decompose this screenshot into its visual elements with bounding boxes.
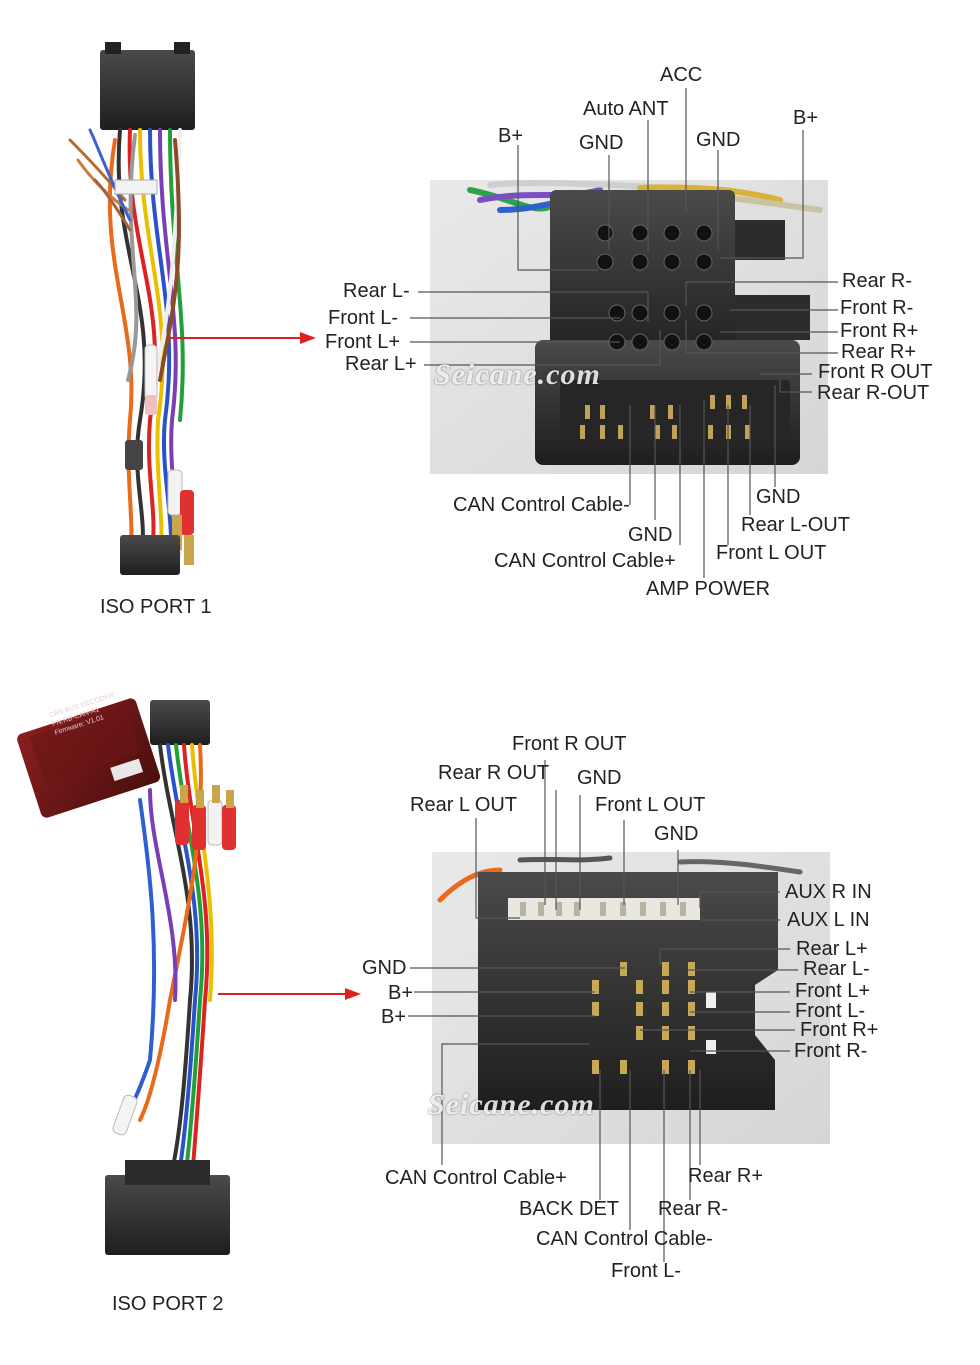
label-rear-r-plus: Rear R+ [841, 341, 917, 363]
label-p2-b-plus-1: B+ [388, 982, 414, 1004]
watermark-port-2: Seicane.com [428, 1088, 595, 1121]
label-front-l-out: Front L OUT [716, 542, 827, 564]
label-p2-front-l-minus: Front L- [795, 1000, 866, 1022]
port-2-title: ISO PORT 2 [112, 1293, 224, 1315]
label-acc: ACC [660, 64, 703, 86]
watermark-port-1: Seicane.com [434, 358, 601, 391]
label-p2-aux-r-in: AUX R IN [785, 881, 872, 903]
label-p2-b-plus-2: B+ [381, 1006, 407, 1028]
harness-2-image [17, 698, 236, 1255]
label-p2-rear-r-minus: Rear R- [658, 1198, 729, 1220]
label-p2-rear-r-out: Rear R OUT [438, 762, 550, 784]
label-rear-l-minus: Rear L- [343, 280, 410, 302]
label-rear-r-minus: Rear R- [842, 270, 913, 292]
label-p2-gnd-top2: GND [654, 823, 699, 845]
label-p2-front-l-out: Front L OUT [595, 794, 706, 816]
leaders-port-1 [410, 88, 838, 578]
label-front-r-minus: Front R- [840, 297, 914, 319]
label-gnd-bottom-right: GND [756, 486, 801, 508]
label-can-control-plus: CAN Control Cable+ [494, 550, 676, 572]
label-p2-rear-l-plus: Rear L+ [796, 938, 868, 960]
label-p2-can-control-minus: CAN Control Cable- [536, 1228, 713, 1250]
leaders-port-2 [408, 760, 798, 1262]
label-p2-front-r-out: Front R OUT [512, 733, 627, 755]
label-auto-ant: Auto ANT [583, 98, 669, 120]
label-p2-back-det: BACK DET [519, 1198, 620, 1220]
label-front-r-out: Front R OUT [818, 361, 933, 383]
label-p2-front-r-plus: Front R+ [800, 1019, 879, 1041]
label-p2-rear-r-plus: Rear R+ [688, 1165, 764, 1187]
connector-1-photo [430, 179, 828, 474]
label-p2-front-l-plus: Front L+ [795, 980, 871, 1002]
label-p2-gnd-top: GND [577, 767, 622, 789]
label-p2-front-l-minus-bottom: Front L- [611, 1260, 682, 1282]
label-p2-front-r-minus: Front R- [794, 1040, 868, 1062]
label-amp-power: AMP POWER [646, 578, 771, 600]
label-rear-l-plus: Rear L+ [345, 353, 417, 375]
label-can-control-minus: CAN Control Cable- [453, 494, 630, 516]
label-p2-rear-l-out: Rear L OUT [410, 794, 518, 816]
label-rear-r-out: Rear R-OUT [817, 382, 930, 404]
label-p2-rear-l-minus: Rear L- [803, 958, 870, 980]
label-front-r-plus: Front R+ [840, 320, 919, 342]
label-front-l-minus: Front L- [328, 307, 399, 329]
connector-2-photo [432, 852, 830, 1144]
label-b-plus-right: B+ [793, 107, 819, 129]
label-gnd-bottom: GND [628, 524, 673, 546]
label-p2-aux-l-in: AUX L IN [787, 909, 870, 931]
label-p2-can-control-plus: CAN Control Cable+ [385, 1167, 567, 1189]
arrow-port-2 [218, 988, 361, 1000]
port-1-title: ISO PORT 1 [100, 596, 212, 618]
label-gnd-top-right: GND [696, 129, 741, 151]
label-b-plus-left: B+ [498, 125, 524, 147]
arrow-port-1 [170, 332, 316, 344]
harness-1-image [68, 42, 195, 575]
label-front-l-plus: Front L+ [325, 331, 401, 353]
label-p2-gnd-left: GND [362, 957, 407, 979]
label-gnd-top-left: GND [579, 132, 624, 154]
label-rear-l-out: Rear L-OUT [741, 514, 850, 536]
